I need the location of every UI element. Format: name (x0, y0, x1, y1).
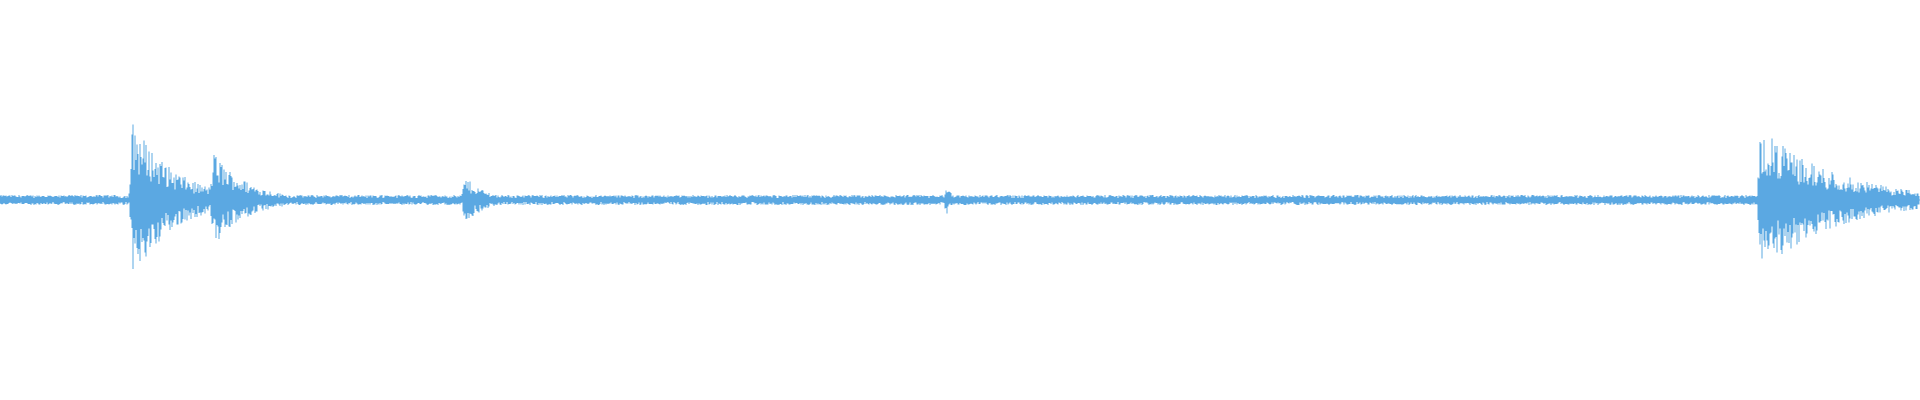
waveform-path (0, 124, 1920, 269)
waveform-bars (0, 124, 1920, 269)
